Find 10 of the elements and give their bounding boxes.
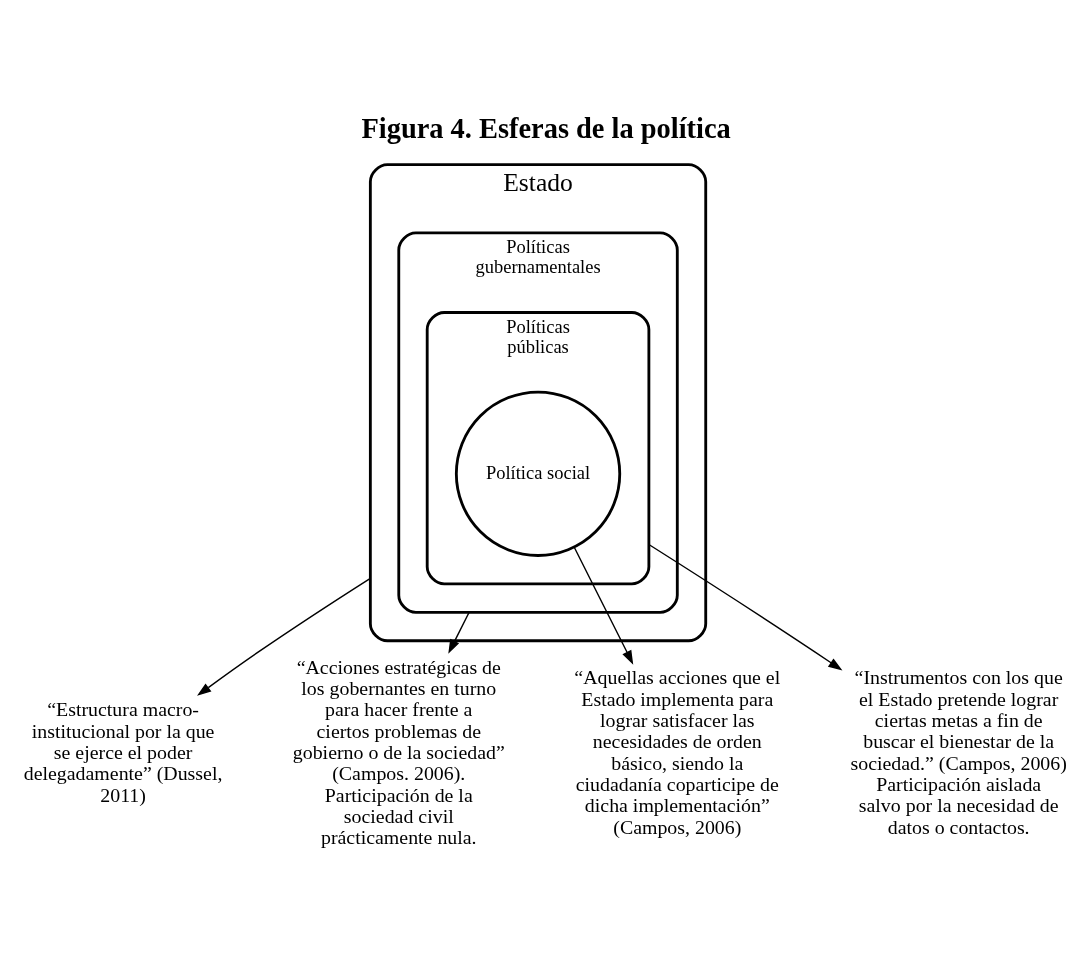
diagram-title: Figura 4. Esferas de la política bbox=[361, 112, 731, 144]
arrow bbox=[648, 543, 843, 671]
arrow bbox=[197, 577, 372, 696]
node-text: “Aquellas acciones que el Estado implementa para lograr satisfacer las necesidades de orden básico, siendo la ciudadanía coparticipe de dicha implementación” (Campos, 2006) bbox=[574, 666, 781, 838]
node-text: “Acciones estratégicas de los gobernantes en turno para hacer frente a ciertos problemas de gobierno o de la sociedad” (Campos. 2006). Participación de la sociedad civil prácticamente nula. bbox=[292, 655, 505, 849]
node-circle: Política social bbox=[454, 390, 622, 557]
node-text: “Instrumentos con los que el Estado pretende lograr ciertas metas a fin de buscar el bienestar de la sociedad.” (Campos, 2006) Participación aislada salvo por la necesidad de datos o contactos. bbox=[850, 666, 1067, 838]
node-text: “Estructura macro-institucional por la que se ejerce el poder delegadamente” (Dussel, 2011) bbox=[23, 698, 223, 806]
arrow bbox=[573, 546, 634, 665]
arrow bbox=[448, 611, 470, 654]
